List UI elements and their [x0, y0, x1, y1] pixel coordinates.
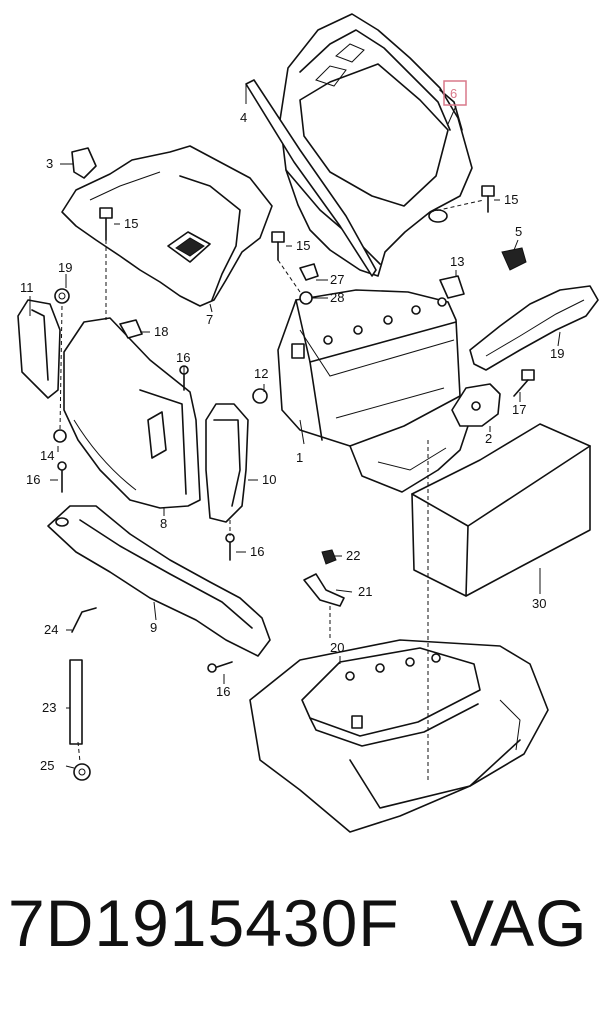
highlight-box: [443, 80, 467, 106]
callout-19a: 19: [58, 260, 72, 275]
assembly-guides: [59, 199, 485, 780]
footer: 7D1915430F VAG: [0, 885, 600, 995]
callout-7: 7: [206, 312, 213, 327]
callout-numbers: 1 2 3 4 5 6 7 8 9 10 11 12 13 14 15 15 1…: [20, 86, 564, 773]
callout-25: 25: [40, 758, 54, 773]
part-number: 7D1915430F: [8, 886, 400, 960]
part-6-upper-tray: [279, 13, 473, 277]
callout-27: 27: [330, 272, 344, 287]
part-2-clamp: [451, 383, 501, 427]
part-11-side-bracket: [17, 299, 61, 399]
callout-18: 18: [154, 324, 168, 339]
brand-label: VAG: [450, 886, 588, 960]
callout-11: 11: [20, 280, 34, 295]
callout-17: 17: [512, 402, 526, 417]
part-13-clip: [439, 275, 465, 299]
part-30-battery-box: [411, 423, 591, 597]
part-19-strip: [469, 285, 599, 371]
callout-3: 3: [46, 156, 53, 171]
part-9-lower-rail: [47, 505, 271, 657]
callout-5: 5: [515, 224, 522, 239]
callout-10: 10: [262, 472, 276, 487]
callout-21: 21: [358, 584, 372, 599]
callout-30: 30: [532, 596, 546, 611]
callout-28: 28: [330, 290, 344, 305]
part-7-upper-cover: [61, 145, 273, 307]
callout-15c: 15: [504, 192, 518, 207]
callout-22: 22: [346, 548, 360, 563]
callout-15b: 15: [296, 238, 310, 253]
part-20-lower-battery: [249, 639, 549, 833]
callout-15a: 15: [124, 216, 138, 231]
callout-16d: 16: [216, 684, 230, 699]
callout-16a: 16: [176, 350, 190, 365]
callout-leaders: [29, 105, 561, 769]
part-8-side-cover: [63, 317, 201, 509]
callout-20: 20: [330, 640, 344, 655]
part-5-cap: [501, 247, 527, 271]
callout-16c: 16: [250, 544, 264, 559]
part-22-nut: [321, 549, 337, 565]
small-fasteners: [53, 147, 535, 781]
part-1-battery: [277, 289, 461, 447]
part-4-seal-strip: [245, 79, 377, 277]
callout-4: 4: [240, 110, 247, 125]
callout-24: 24: [44, 622, 58, 637]
battery-tray: [349, 419, 471, 493]
callout-2: 2: [485, 431, 492, 446]
callout-14: 14: [40, 448, 54, 463]
callout-12: 12: [254, 366, 268, 381]
part-10-bracket: [205, 403, 249, 523]
callout-9: 9: [150, 620, 157, 635]
parts-exploded-diagram: 1 2 3 4 5 6 7 8 9 10 11 12 13 14 15 15 1…: [17, 13, 599, 833]
callout-8: 8: [160, 516, 167, 531]
callout-13: 13: [450, 254, 464, 269]
callout-6: 6: [450, 86, 457, 101]
callout-19b: 19: [550, 346, 564, 361]
part-21-bracket: [303, 573, 345, 607]
callout-23: 23: [42, 700, 56, 715]
callout-1: 1: [296, 450, 303, 465]
callout-16b: 16: [26, 472, 40, 487]
